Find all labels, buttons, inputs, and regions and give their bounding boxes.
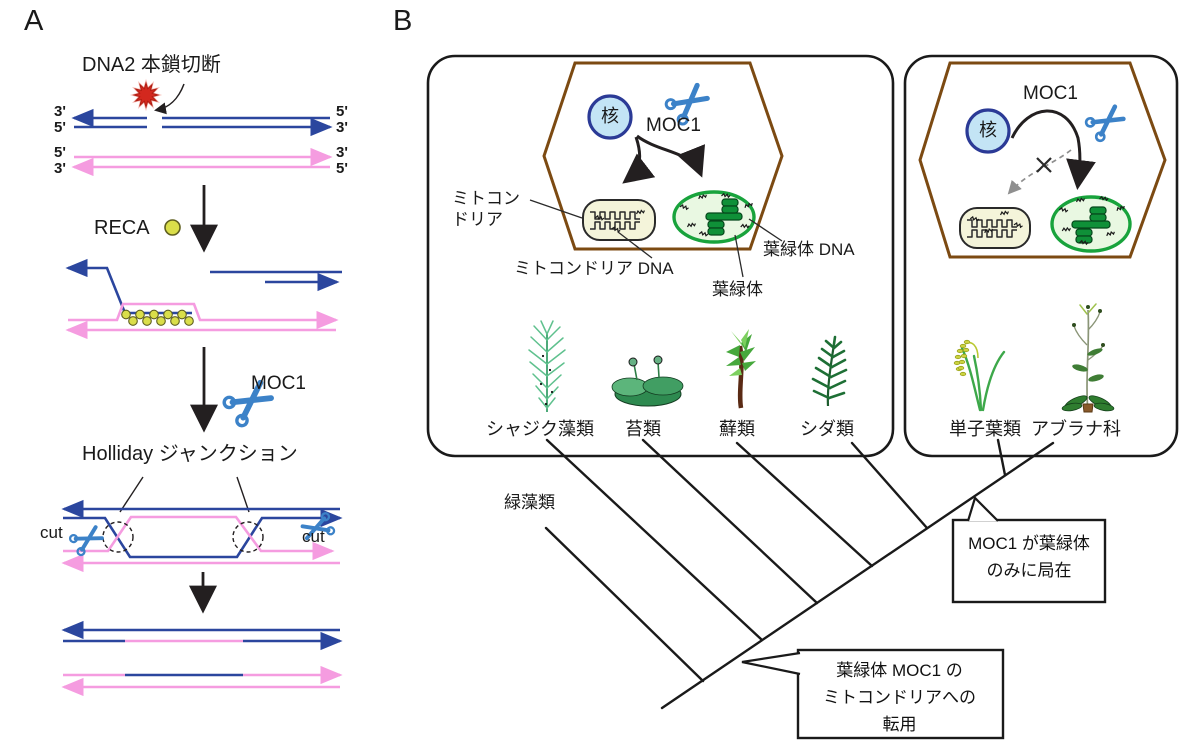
right-nucleus-label: 核 [979,120,997,140]
strand-end-label: 3' [54,160,66,177]
right-arrow-to-chloro [1010,109,1096,190]
strand-invasion [65,258,342,340]
plant-label-charales: シャジク藻類 [486,419,594,439]
plant-charales-icon [528,320,566,412]
strand-end-label: 5' [336,160,348,177]
panel-b-graphics [426,54,1179,740]
branch-green-algae [544,526,705,683]
right-chloroplast [1050,195,1132,253]
dsb-starburst-icon [129,78,163,112]
plant-fern-icon [811,335,848,407]
plant-label-monocots: 単子葉類 [949,419,1021,439]
callout-chloroplast-only-text: MOC1 が葉緑体 のみに局在 [968,534,1090,580]
holliday-junction-label: Holliday ジャンクション [82,443,298,465]
panel-a-graphics [61,78,343,697]
strand-end-label: 3' [54,103,66,120]
holliday-junction [61,499,343,573]
strand-end-label: 3' [336,144,348,161]
recombinant-products [61,620,343,697]
dna-blue-duplex-broken [71,108,333,137]
left-nucleus [587,94,633,140]
strand-end-label: 5' [336,103,348,120]
right-nucleus [965,108,1011,154]
branch-charales [545,438,764,642]
mitochondria-label-line1: ミトコン [452,189,520,208]
holliday-pointer-left [119,476,144,513]
left-label-lines [529,199,783,278]
moc1-label-panel-a: MOC1 [251,373,306,394]
panel-b-label: B [393,5,413,37]
reca-filament-beads [121,309,194,326]
plant-label-brassicaceae: アブラナ科 [1031,419,1121,439]
left-chloroplast [672,190,756,244]
plant-label-ferns: シダ類 [800,419,854,439]
left-mitochondrion [582,199,656,241]
callout-chloroplast-only-box [951,495,1107,604]
plant-monocot-icon [953,339,1006,412]
chloroplast-label: 葉緑体 [712,280,763,299]
callout-repurposing-box [741,648,1005,740]
plant-brassicaceae-icon [1061,303,1115,413]
left-arrow-to-chloro [636,134,705,178]
tree-trunk [660,441,1055,710]
phylogenetic-tree [544,438,1055,710]
dna-pink-duplex [71,147,333,177]
blocked-x-icon [1036,157,1052,173]
junction-circle-right [232,521,264,553]
branch-mosses [735,441,874,568]
reca-label: RECA [94,217,150,239]
junction-circle-left [102,521,134,553]
callout-repurposing-text: 葉緑体 MOC1 の ミトコンドリアへの 転用 [823,661,976,734]
branch-monocots [996,438,1007,477]
cut-label-left: cut [40,523,63,542]
mitochondria-dna-label: ミトコンドリア DNA [514,259,674,278]
left-moc1-label: MOC1 [646,115,701,136]
reca-protein-icon [164,219,181,236]
plant-liverwort-icon [611,355,684,407]
cut-label-right: cut [302,527,325,546]
dsb-label: DNA2 本鎖切断 [82,54,221,76]
left-arrow-to-mito [622,136,656,184]
panel-a-label: A [24,5,44,37]
strand-end-label: 5' [54,119,66,136]
mitochondria-label-line2: ドリア [452,210,503,229]
strand-end-label: 5' [54,144,66,161]
plant-label-mosses: 蘚類 [719,419,755,439]
dsb-pointer-arrow [154,83,185,115]
holliday-pointer-right [236,476,250,513]
green-algae-label: 緑藻類 [504,493,555,512]
plant-label-liverworts: 苔類 [625,419,661,439]
chloroplast-dna-label: 葉緑体 DNA [763,240,855,259]
strand-end-label: 3' [336,119,348,136]
right-moc1-label: MOC1 [1023,83,1078,104]
branch-ferns [850,441,929,530]
branch-liverworts [641,438,819,605]
right-mitochondrion [959,207,1031,249]
plant-moss-icon [726,329,756,409]
left-nucleus-label: 核 [601,106,619,126]
